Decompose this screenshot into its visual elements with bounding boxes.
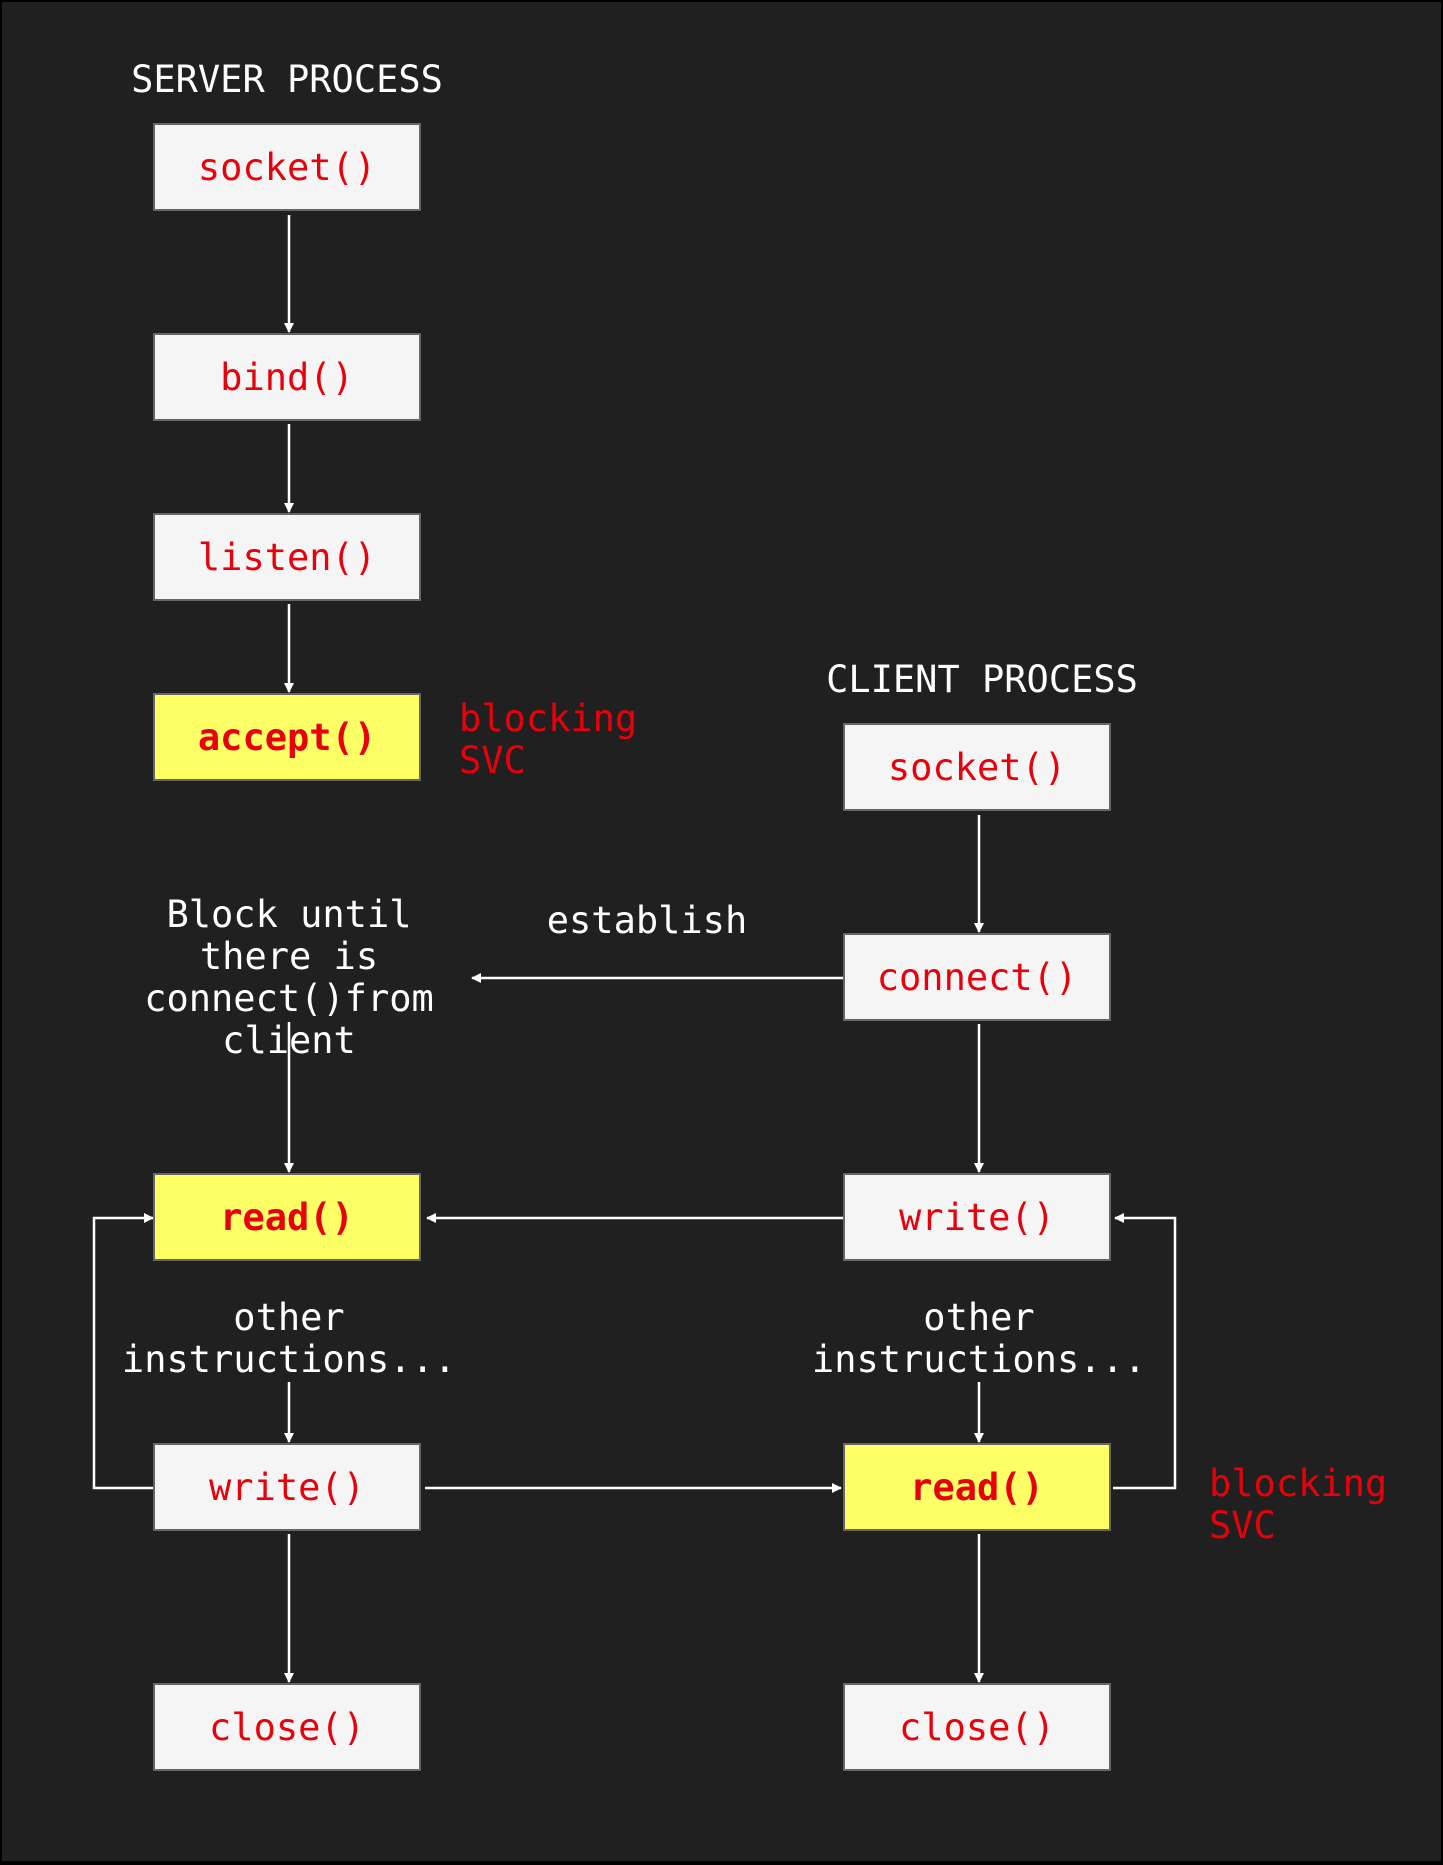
server-close-box: close() xyxy=(153,1683,421,1771)
accept-blocking-note: blocking SVC xyxy=(459,697,638,782)
server-bind-box: bind() xyxy=(153,333,421,421)
server-write-box: write() xyxy=(153,1443,421,1531)
server-title: SERVER PROCESS xyxy=(131,58,443,101)
client-socket-box: socket() xyxy=(843,723,1111,811)
arrow-server-loop xyxy=(92,1213,154,1490)
server-socket-box: socket() xyxy=(153,123,421,211)
client-read-box: read() xyxy=(843,1443,1111,1531)
block-until-note: Block until there is connect()from clien… xyxy=(144,893,434,1062)
establish-label: establish xyxy=(546,899,748,942)
server-other-instructions: other instructions... xyxy=(121,1296,457,1381)
server-accept-box: accept() xyxy=(153,693,421,781)
client-other-instructions: other instructions... xyxy=(811,1296,1147,1381)
client-title: CLIENT PROCESS xyxy=(826,658,1138,701)
client-write-box: write() xyxy=(843,1173,1111,1261)
server-listen-box: listen() xyxy=(153,513,421,601)
client-connect-box: connect() xyxy=(843,933,1111,1021)
arrow-client-loop xyxy=(1113,1213,1177,1490)
server-read-box: read() xyxy=(153,1173,421,1261)
client-close-box: close() xyxy=(843,1683,1111,1771)
client-read-blocking-note: blocking SVC xyxy=(1209,1462,1388,1547)
